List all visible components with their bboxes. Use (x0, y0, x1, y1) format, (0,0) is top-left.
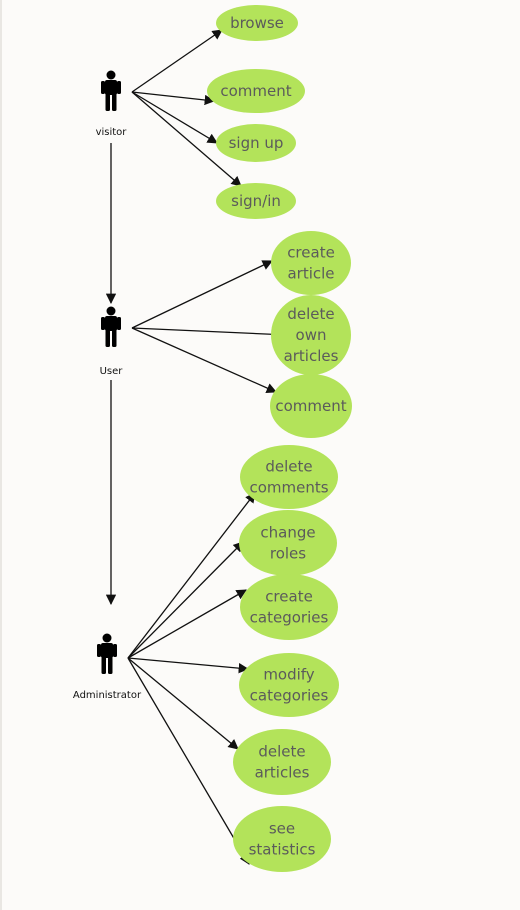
actor-visitor[interactable]: visitor (96, 70, 128, 139)
use-case-label: comments (249, 479, 328, 497)
use-case-ellipse (239, 653, 339, 717)
use-case-ellipse (207, 69, 305, 113)
association-arrow-change-roles (127, 541, 244, 659)
use-case-label: delete (265, 458, 312, 476)
use-case-ellipse (216, 183, 296, 219)
use-case-create-categories[interactable]: create categories (240, 574, 338, 640)
use-case-label: own (296, 326, 327, 344)
use-case-label: sign up (229, 134, 284, 152)
actor-person-icon (101, 306, 121, 347)
use-case-label: roles (270, 545, 306, 563)
use-case-label: categories (250, 687, 329, 705)
use-case-label: sign/in (231, 192, 281, 210)
actor-label: Administrator (73, 690, 142, 701)
association-arrow-browse (131, 29, 223, 93)
use-case-label: delete (287, 305, 334, 323)
use-case-label: change (260, 524, 315, 542)
association-arrow-see-statistics (127, 657, 250, 865)
use-case-signin[interactable]: sign/in (216, 183, 296, 219)
use-case-ellipse (240, 574, 338, 640)
use-case-create-article[interactable]: create article (271, 231, 351, 295)
use-case-label: comment (220, 82, 291, 100)
use-case-browse[interactable]: browse (216, 5, 298, 41)
association-arrow-comment-u (131, 327, 277, 393)
use-case-delete-own[interactable]: delete own articles (271, 295, 351, 375)
use-case-see-statistics[interactable]: see statistics (233, 806, 331, 872)
association-arrow-delete-comments (127, 492, 256, 659)
use-case-ellipse (233, 729, 331, 795)
use-case-ellipse (271, 295, 351, 375)
use-case-label: create (265, 588, 313, 606)
use-case-ellipse (240, 445, 338, 509)
association-arrow-create-categories (127, 589, 247, 659)
use-case-label: browse (230, 14, 284, 32)
actor-person-icon (101, 70, 121, 111)
use-case-comment-u[interactable]: comment (270, 374, 352, 438)
use-case-modify-categories[interactable]: modify categories (239, 653, 339, 717)
use-case-delete-articles[interactable]: delete articles (233, 729, 331, 795)
use-case-ellipse (216, 124, 296, 162)
use-case-ellipse (270, 374, 352, 438)
association-arrow-signup (131, 91, 218, 144)
use-case-label: create (287, 244, 335, 262)
use-case-label: comment (275, 397, 346, 415)
use-case-ellipse (216, 5, 298, 41)
actor-label: User (100, 366, 124, 377)
actor-user[interactable]: User (100, 306, 124, 378)
left-border (0, 0, 2, 910)
use-case-ellipse (271, 231, 351, 295)
use-case-delete-comments[interactable]: delete comments (240, 445, 338, 509)
use-case-label: modify (263, 666, 314, 684)
use-case-label: article (287, 265, 334, 283)
association-arrow-comment-v (131, 91, 216, 106)
use-case-label: delete (258, 743, 305, 761)
association-arrow-signin (131, 91, 242, 187)
use-case-ellipse (233, 806, 331, 872)
use-case-label: articles (255, 764, 310, 782)
use-case-comment-v[interactable]: comment (207, 69, 305, 113)
actor-label: visitor (96, 127, 128, 138)
use-case-label: statistics (249, 841, 316, 859)
association-arrow-delete-articles (127, 657, 239, 750)
use-case-signup[interactable]: sign up (216, 124, 296, 162)
use-case-ellipse (239, 510, 337, 576)
use-case-change-roles[interactable]: change roles (239, 510, 337, 576)
association-arrow-create-article (131, 260, 273, 329)
association-arrow-delete-own (131, 327, 290, 340)
actor-admin[interactable]: Administrator (73, 633, 142, 702)
association-arrow-modify-categories (127, 657, 250, 674)
use-case-label: articles (284, 347, 339, 365)
use-case-label: see (269, 820, 295, 838)
actor-person-icon (97, 633, 117, 674)
use-case-label: categories (250, 609, 329, 627)
